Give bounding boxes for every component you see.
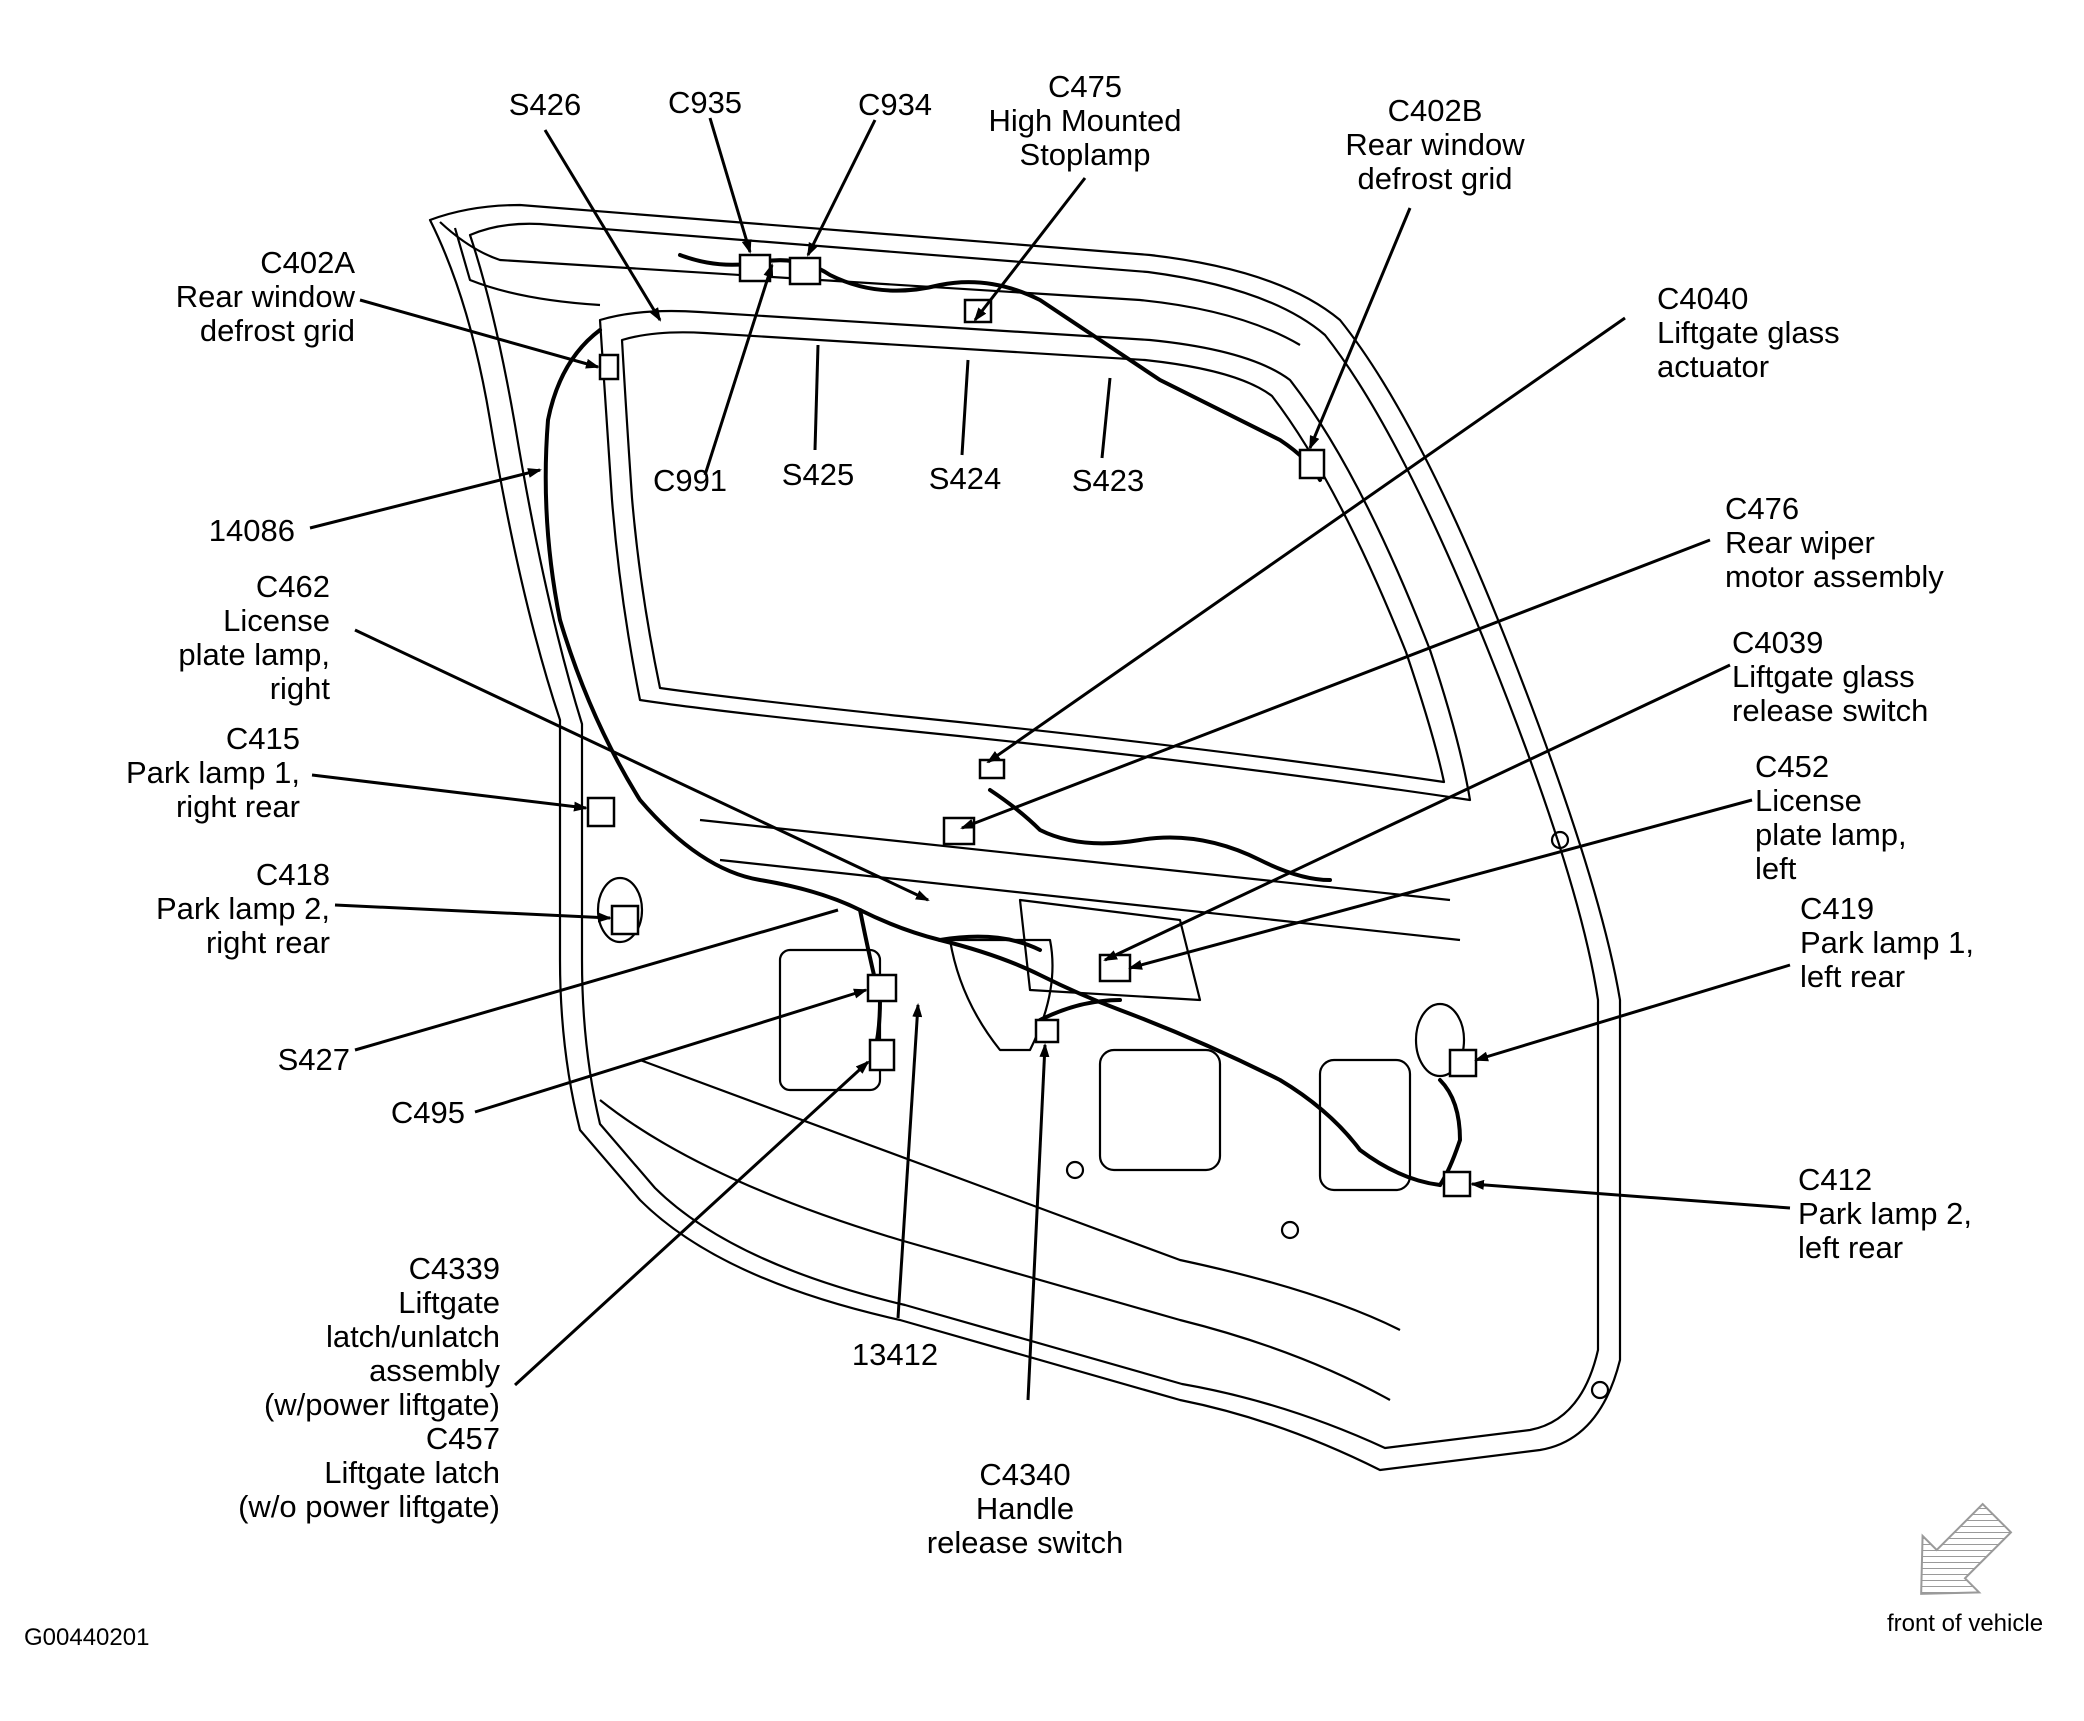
label-s423: S423 — [1071, 463, 1145, 498]
connectors — [586, 253, 1478, 1198]
label-c476: C476 Rear wiper motor assembly — [1725, 491, 1944, 594]
leader-s426 — [543, 129, 662, 322]
connector-c4339 — [868, 1038, 896, 1072]
leader-c4339 — [513, 1060, 870, 1387]
diagram-id: G00440201 — [24, 1624, 150, 1651]
liftgate-panel — [428, 203, 1622, 1472]
leader-c991 — [703, 263, 774, 476]
label-c935: C935 — [667, 85, 743, 120]
label-c495: C495 — [390, 1095, 465, 1130]
leader-c4040 — [986, 316, 1626, 764]
connector-c419 — [1448, 1048, 1478, 1078]
label-s424: S424 — [928, 461, 1002, 496]
label-s426: S426 — [508, 87, 582, 122]
leader-c419 — [1474, 963, 1791, 1062]
label-13412: 13412 — [851, 1337, 939, 1372]
leader-c452 — [1128, 798, 1753, 970]
connector-c402b — [1298, 448, 1326, 480]
leader-14086 — [309, 468, 542, 530]
leader-c402b — [1308, 207, 1412, 450]
leader-s423 — [1100, 377, 1112, 459]
leader-c402a — [359, 298, 600, 369]
label-c4339-c457: C4339 Liftgate latch/unlatch assembly (w… — [238, 1251, 500, 1524]
connector-c934 — [788, 256, 822, 286]
connector-c415 — [586, 796, 616, 828]
connector-c412 — [1442, 1170, 1472, 1198]
leader-lines — [309, 117, 1791, 1401]
label-s427: S427 — [277, 1042, 350, 1077]
label-c402a: C402A Rear window defrost grid — [175, 245, 355, 348]
connector-c402a — [598, 353, 620, 381]
leader-s425 — [813, 344, 820, 451]
front-of-vehicle-label: front of vehicle — [1886, 1610, 2044, 1637]
leader-c415 — [311, 773, 588, 812]
leader-c495 — [474, 988, 868, 1114]
connector-c418 — [610, 904, 640, 936]
label-14086: 14086 — [208, 513, 295, 548]
label-c4039: C4039 Liftgate glass release switch — [1732, 625, 1929, 728]
leader-c462 — [354, 628, 930, 902]
label-c412: C412 Park lamp 2, left rear — [1798, 1162, 1973, 1265]
wiring-harness — [543, 253, 1462, 1187]
connector-c4040 — [978, 758, 1006, 780]
label-c418: C418 Park lamp 2, right rear — [155, 857, 330, 960]
leader-s424 — [960, 359, 970, 456]
label-c475: C475 High Mounted Stoplamp — [988, 69, 1182, 172]
leader-c934 — [806, 119, 877, 257]
label-c415: C415 Park lamp 1, right rear — [125, 721, 300, 824]
leader-s427 — [354, 908, 839, 1052]
label-s425: S425 — [781, 457, 855, 492]
leader-c4340 — [1026, 1043, 1050, 1401]
connector-c935 — [738, 253, 772, 283]
label-c462: C462 License plate lamp, right — [178, 569, 330, 706]
leader-c4039 — [1103, 663, 1731, 962]
leader-c476 — [960, 538, 1711, 830]
label-c4340: C4340 Handle release switch — [926, 1457, 1124, 1560]
front-of-vehicle-arrow-icon — [1920, 1502, 2013, 1595]
connector-c476 — [942, 816, 976, 846]
label-c402b: C402B Rear window defrost grid — [1345, 93, 1525, 196]
label-c991: C991 — [652, 463, 728, 498]
label-c419: C419 Park lamp 1, left rear — [1800, 891, 1975, 994]
leader-13412 — [896, 1003, 923, 1319]
label-c452: C452 License plate lamp, left — [1755, 749, 1907, 886]
leader-c935 — [708, 117, 752, 254]
leader-c475 — [973, 177, 1087, 322]
label-c4040: C4040 Liftgate glass actuator — [1657, 281, 1840, 384]
leader-c412 — [1470, 1179, 1791, 1210]
connector-c4340 — [1034, 1018, 1060, 1044]
leader-c418 — [334, 903, 612, 923]
connector-c495 — [866, 973, 898, 1003]
label-c934: C934 — [857, 87, 933, 122]
